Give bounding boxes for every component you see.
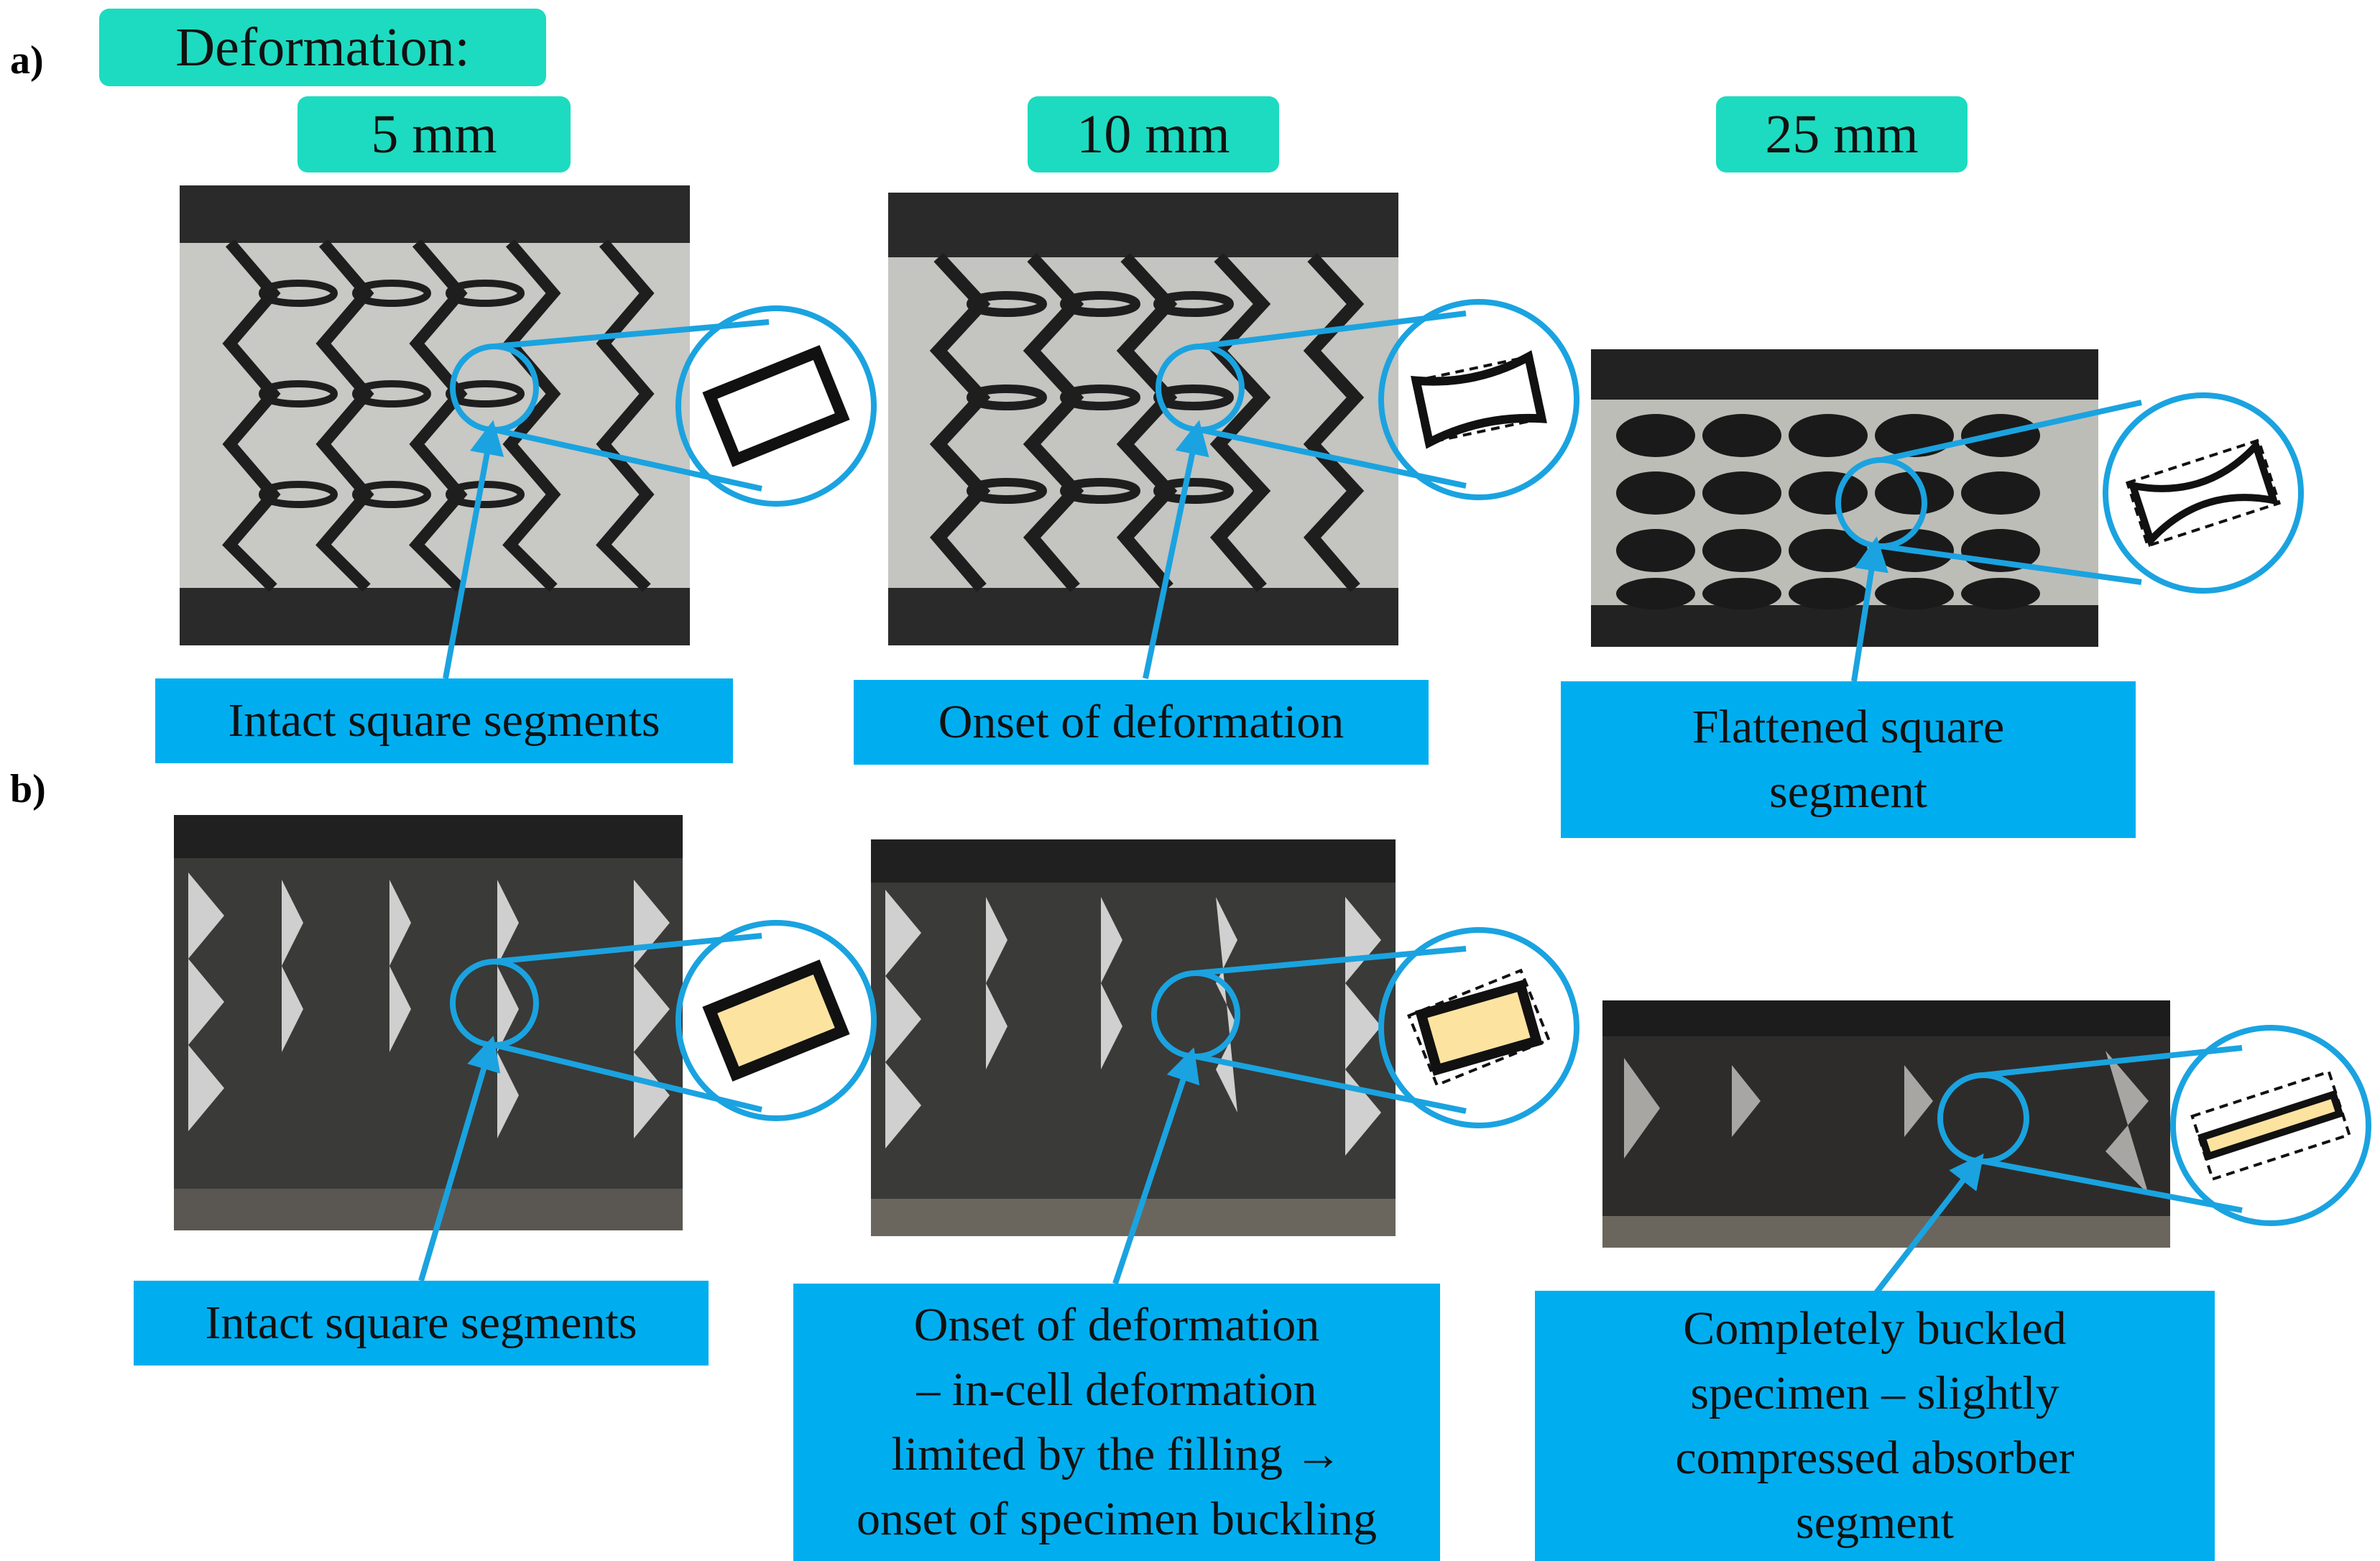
arrow-a3: [1851, 536, 1888, 682]
slightly-bent-segment-icon: [1411, 350, 1547, 449]
caption-a-10mm: Onset of deformation: [854, 680, 1429, 765]
caption-b-10mm-line-3: limited by the filling →: [891, 1428, 1342, 1481]
compressed-filled-segment-icon: [2190, 1069, 2351, 1182]
caption-a-5mm: Intact square segments: [155, 678, 733, 763]
panel-label-b: b): [10, 767, 46, 811]
arrow-b3: [1873, 1154, 1984, 1296]
column-label-5mm: 5 mm: [298, 96, 571, 172]
caption-a-25mm-line-1: Flattened square: [1692, 701, 2005, 753]
caption-a-10mm-line-1: Onset of deformation: [938, 696, 1344, 748]
specimen-photo-a-5mm: [180, 185, 690, 645]
caption-b-25mm-line-3: compressed absorber: [1675, 1432, 2075, 1484]
caption-b-10mm-line-2: – in-cell deformation: [916, 1363, 1317, 1416]
flattened-segment-icon: [2125, 438, 2282, 548]
caption-b-25mm-line-1: Completely buckled: [1683, 1302, 2067, 1355]
caption-b-10mm-line-4: onset of specimen buckling: [856, 1493, 1377, 1545]
specimen-photo-b-10mm: [871, 839, 1396, 1236]
caption-a-5mm-line-1: Intact square segments: [228, 694, 660, 747]
caption-b-10mm-line-1: Onset of deformation: [913, 1299, 1320, 1351]
panel-label-a: a): [10, 38, 44, 83]
intact-square-segment-icon: [702, 345, 850, 467]
caption-b-10mm: Onset of deformation – in-cell deformati…: [793, 1284, 1440, 1561]
arrow-b2: [1112, 1047, 1200, 1285]
magnifier-a2: [1156, 299, 1579, 500]
caption-a-25mm: Flattened square segment: [1561, 681, 2136, 838]
specimen-photo-b-25mm: [1602, 1000, 2170, 1248]
arrow-a2: [1143, 420, 1209, 679]
arrow-b1: [418, 1035, 501, 1282]
caption-b-5mm: Intact square segments: [134, 1281, 709, 1366]
column-label-10mm: 10 mm: [1028, 96, 1279, 172]
arrow-a1: [443, 420, 504, 679]
caption-a-25mm-line-2: segment: [1769, 765, 1927, 818]
caption-b-5mm-line-1: Intact square segments: [205, 1297, 637, 1349]
caption-b-25mm-line-4: segment: [1796, 1496, 1954, 1549]
caption-b-25mm: Completely buckled specimen – slightly c…: [1535, 1291, 2215, 1561]
specimen-photo-a-25mm: [1591, 349, 2098, 647]
caption-b-25mm-line-2: specimen – slightly: [1690, 1367, 2060, 1419]
filled-tilted-segment-icon: [1407, 968, 1551, 1087]
filled-intact-segment-icon: [702, 959, 850, 1082]
specimen-photo-a-10mm: [888, 193, 1398, 645]
column-label-25mm: 25 mm: [1716, 96, 1968, 172]
deformation-title: Deformation:: [99, 9, 546, 86]
